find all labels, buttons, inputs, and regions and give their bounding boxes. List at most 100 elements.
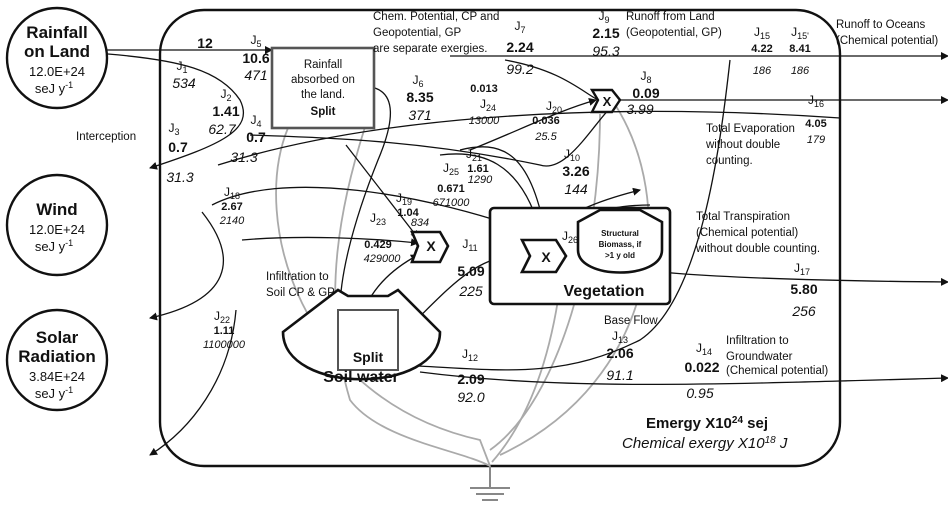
svg-text:J25: J25 — [443, 161, 459, 177]
svg-text:J14: J14 — [696, 341, 712, 357]
svg-text:0.022: 0.022 — [684, 359, 719, 375]
biomass-line1: Structural — [601, 229, 639, 238]
svg-text:8.41: 8.41 — [789, 43, 810, 55]
svg-text:99.2: 99.2 — [506, 61, 533, 77]
svg-text:1100000: 1100000 — [203, 339, 246, 351]
svg-text:J11: J11 — [462, 237, 477, 253]
svg-text:25.5: 25.5 — [534, 131, 557, 143]
svg-text:1.04: 1.04 — [397, 207, 419, 219]
svg-text:J8: J8 — [640, 69, 651, 85]
svg-text:186: 186 — [791, 65, 810, 77]
svg-text:0.429: 0.429 — [364, 239, 392, 251]
evaporation-2: without double — [705, 139, 780, 151]
rainfall-title-1: Rainfall — [26, 23, 87, 42]
svg-text:0.95: 0.95 — [686, 385, 713, 401]
flow-j19: J19 1.04 834 — [396, 191, 429, 229]
svg-text:8.35: 8.35 — [406, 89, 433, 105]
infiltration-gw-1: Infiltration to — [726, 335, 789, 347]
rainfall-split-box — [270, 46, 376, 130]
svg-text:186: 186 — [753, 65, 772, 77]
base-flow-label: Base Flow — [604, 315, 658, 327]
svg-text:95.3: 95.3 — [592, 43, 619, 59]
rain-split-line3: the land. — [301, 89, 345, 101]
flow-j15: J15 4.22 186 — [751, 25, 772, 77]
flow-j10: J10 3.26 144 — [562, 147, 589, 197]
soil-water-label: Soil water — [323, 369, 399, 386]
svg-text:3.99: 3.99 — [626, 101, 653, 117]
flow-j13: J13 2.06 91.1 — [606, 329, 633, 383]
flow-j1: 12 J1 534 — [172, 35, 213, 91]
flow-j12: J12 2.09 92.0 — [457, 347, 484, 405]
transpiration-2: (Chemical potential) — [696, 227, 798, 239]
interception-label: Interception — [76, 131, 136, 143]
interaction-symbol-infiltration — [410, 230, 450, 264]
interaction-x-2: X — [541, 249, 551, 265]
svg-text:91.1: 91.1 — [606, 367, 633, 383]
vegetation-label: Vegetation — [564, 283, 645, 300]
rain-split-line1: Rainfall — [304, 59, 342, 71]
system-boundary — [158, 8, 842, 468]
flow-j7: J7 2.24 99.2 — [506, 19, 533, 77]
svg-text:J23: J23 — [370, 211, 386, 227]
flow-j15-prime: J15' 8.41 186 — [789, 25, 810, 77]
solar-unit: seJ y-1 — [35, 385, 73, 401]
flow-j24: 0.013 J24 13000 — [469, 83, 500, 127]
svg-text:534: 534 — [172, 75, 196, 91]
flow-j26: J26 — [562, 229, 578, 245]
infiltration-gw-3: (Chemical potential) — [726, 365, 828, 377]
runoff-oceans-2: (Chemical potential) — [836, 35, 938, 47]
svg-text:1.11: 1.11 — [214, 325, 235, 337]
rainfall-value: 12.0E+24 — [29, 64, 85, 79]
svg-text:834: 834 — [411, 217, 429, 229]
flow-j23: J23 0.429 429000 — [364, 211, 402, 265]
svg-text:1.61: 1.61 — [467, 163, 488, 175]
svg-text:J3: J3 — [168, 121, 179, 137]
interaction-x-3: X — [603, 94, 612, 109]
svg-text:J15: J15 — [754, 25, 770, 41]
svg-text:371: 371 — [408, 107, 431, 123]
svg-text:0.013: 0.013 — [470, 83, 498, 95]
flow-j25: J25 0.671 671000 — [433, 161, 471, 209]
runoff-land-1: Runoff from Land — [626, 11, 715, 23]
svg-text:1290: 1290 — [468, 174, 493, 186]
svg-text:J12: J12 — [462, 347, 478, 363]
svg-text:256: 256 — [791, 303, 816, 319]
flow-j2: J2 1.41 62.7 — [208, 87, 239, 137]
rainfall-unit: seJ y-1 — [35, 80, 73, 96]
svg-text:5.09: 5.09 — [457, 263, 484, 279]
svg-text:J9: J9 — [598, 9, 609, 25]
infiltration-soil-2: Soil CP & GP — [266, 287, 335, 299]
svg-text:0.09: 0.09 — [632, 85, 659, 101]
svg-text:2.09: 2.09 — [457, 371, 484, 387]
svg-text:12: 12 — [197, 35, 213, 51]
svg-text:2140: 2140 — [219, 215, 245, 227]
rain-split-line2: absorbed on — [291, 74, 355, 86]
svg-text:J4: J4 — [250, 113, 261, 129]
solar-title-1: Solar — [36, 328, 79, 347]
svg-text:1.41: 1.41 — [212, 103, 239, 119]
wind-value: 12.0E+24 — [29, 222, 85, 237]
svg-text:J21: J21 — [466, 147, 482, 163]
svg-text:J10: J10 — [564, 147, 580, 163]
svg-text:J22: J22 — [214, 309, 230, 325]
svg-text:671000: 671000 — [433, 197, 471, 209]
svg-text:J18: J18 — [224, 185, 240, 201]
flow-j4: J4 0.7 31.3 — [230, 113, 266, 165]
svg-text:179: 179 — [807, 134, 825, 146]
flow-j11: J11 5.09 225 — [457, 237, 484, 299]
wind-unit: seJ y-1 — [35, 238, 73, 254]
svg-text:0.671: 0.671 — [437, 183, 465, 195]
flow-j21: J21 1.61 1290 — [466, 147, 493, 186]
svg-text:2.24: 2.24 — [506, 39, 533, 55]
svg-text:J19: J19 — [396, 191, 412, 207]
solar-source — [5, 308, 109, 412]
transpiration-1: Total Transpiration — [696, 211, 790, 223]
legend-exergy: Chemical exergy X1018 J — [622, 435, 788, 453]
flow-j20: J20 0.036 25.5 — [532, 99, 562, 143]
svg-text:225: 225 — [458, 283, 483, 299]
wind-source — [5, 173, 109, 277]
svg-text:J6: J6 — [412, 73, 423, 89]
flow-j9: J9 2.15 95.3 — [592, 9, 619, 59]
svg-text:0.036: 0.036 — [532, 115, 560, 127]
